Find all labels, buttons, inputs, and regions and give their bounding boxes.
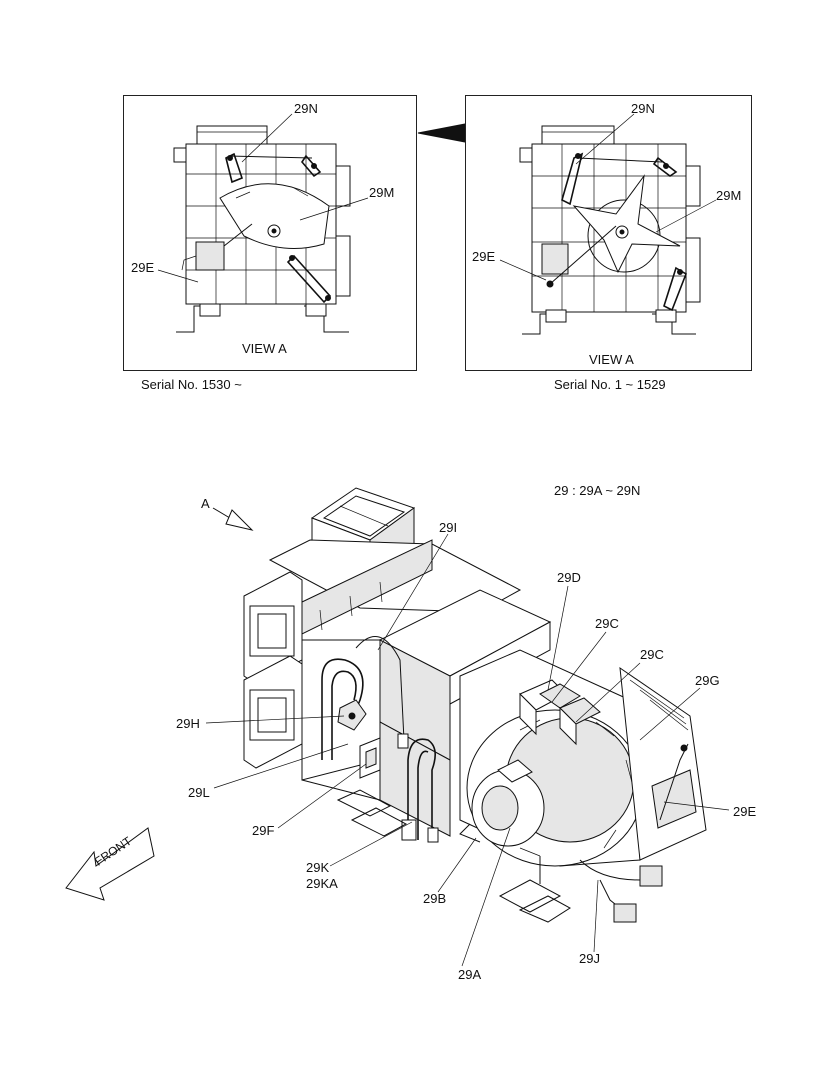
callout-29n-right: 29N (631, 101, 655, 116)
callout-29d: 29D (557, 570, 581, 585)
front-arrow (65, 827, 155, 901)
view-label-right: VIEW A (589, 352, 634, 367)
view-direction-arrow (212, 507, 254, 531)
view-label-left: VIEW A (242, 341, 287, 356)
callout-29k: 29K (306, 860, 330, 875)
serial-label-right: Serial No. 1 ~ 1529 (554, 377, 666, 392)
callout-29ka: 29KA (306, 876, 338, 891)
view-arrow-label: A (201, 496, 210, 511)
view-a-panel-old (465, 95, 752, 371)
range-note: 29 : 29A ~ 29N (554, 483, 641, 498)
callout-29e-right: 29E (472, 249, 496, 264)
view-a-panel-new (123, 95, 417, 371)
callout-29j: 29J (579, 951, 600, 966)
serial-label-left: Serial No. 1530 ~ (141, 377, 242, 392)
callout-29l: 29L (188, 785, 210, 800)
callout-29i: 29I (439, 520, 458, 535)
view-a-new-drawing (157, 113, 369, 333)
callout-29g: 29G (695, 673, 720, 688)
callout-29n-left: 29N (294, 101, 318, 116)
callout-29c-2: 29C (640, 647, 664, 662)
callout-29e-left: 29E (131, 260, 155, 275)
callout-29b: 29B (423, 891, 447, 906)
callout-29m-left: 29M (369, 185, 395, 200)
callout-29a: 29A (458, 967, 482, 982)
callout-29h: 29H (176, 716, 200, 731)
callout-29m-right: 29M (716, 188, 742, 203)
callout-29f: 29F (252, 823, 275, 838)
callout-29e-main: 29E (733, 804, 757, 819)
view-a-old-drawing (499, 113, 717, 335)
callout-29c-1: 29C (595, 616, 619, 631)
